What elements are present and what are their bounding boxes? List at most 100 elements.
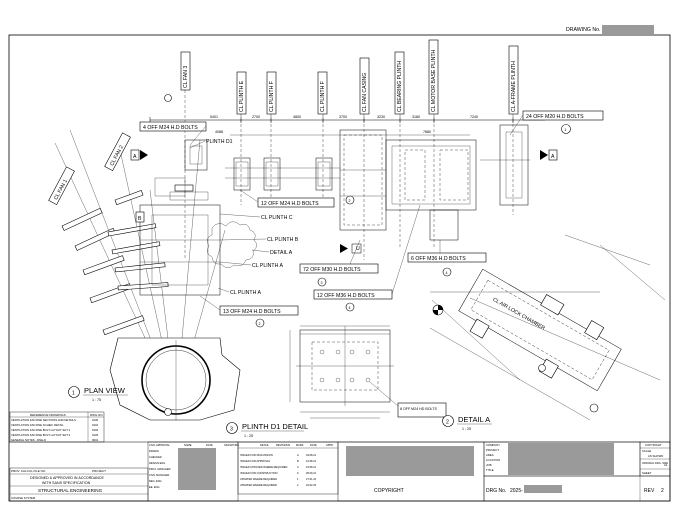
tb-approval-name-h: NAME	[184, 443, 192, 447]
label-cl-plinth-a-1: CL PLINTH A	[252, 263, 283, 269]
marker-2-m24-13: 2	[259, 322, 261, 326]
duct-supports	[61, 190, 169, 336]
gridline-tags: CL FAN 3 CL PLINTH E CL PLINTH F CL PLIN…	[164, 39, 519, 260]
tb-scale-label: SCALE	[642, 449, 651, 453]
tb-approval-reg: REG. ENG	[149, 479, 162, 483]
detail-a-view: CL AIR LOCK CHAMBER	[429, 234, 666, 421]
rev-row-3-desc: ISSUED FOR CONSTRUCTION	[240, 471, 278, 475]
tb-info-title: TITLE	[486, 468, 494, 472]
ref-row-1-desc: VENTILATION FAN DNE SCHED. DETAIL	[11, 423, 64, 427]
label-bolts-m24-8: 8 OFF M24 HD BOLTS	[400, 407, 437, 411]
ref-row-4-no: 0001	[92, 438, 99, 442]
plinths-e-f	[225, 157, 340, 191]
revision-rows: ISSUED FOR DISCUSSION A 04.08.21 ISSUED …	[240, 453, 317, 487]
tb-scale-value: AS SHOWN	[648, 454, 663, 458]
rev-row-0-desc: ISSUED FOR DISCUSSION	[240, 453, 273, 457]
tb-prov-calc: PROV. CALCUL FILE NO.	[11, 469, 46, 473]
ref-row-4-desc: GENERAL NOTES - DNE-D	[11, 438, 46, 442]
reference-drawings-table: REFERENCE DRAWINGS DWG NO. VENTILATION F…	[9, 411, 105, 443]
label-bolts-m30-72: 72 OFF M30 H.D BOLTS	[303, 267, 361, 273]
ref-row-3-desc: VENTILATION FAN DNE BOLT LAYOUT SHT 2	[11, 433, 71, 437]
tb-info-company: COMPANY	[486, 443, 500, 447]
detail-a-num: 2	[446, 420, 449, 426]
section-a-right: A	[551, 154, 555, 160]
tb-approval-cm: CIVIL MANAGER	[149, 473, 169, 477]
dim-5401: 5401	[210, 115, 218, 119]
label-bolts-m36-6: 6 OFF M36 H.D BOLTS	[411, 256, 466, 262]
tb-designed-1: DESIGNED & APPROVED IN ACCORDANCE	[30, 476, 104, 480]
label-bolts-m36-12: 12 OFF M36 H.D BOLTS	[317, 293, 375, 299]
tb-project: PROJECT	[92, 469, 106, 473]
view-titles: 1 PLAN VIEW 1 : 75 3 PLINTH D1 DETAIL 1 …	[68, 386, 492, 438]
rev-row-3-date: 05.09.21	[306, 471, 317, 475]
section-a-left: A	[133, 154, 137, 160]
detail-a-scale: 1 : 25	[462, 427, 471, 431]
label-bolts-m24-12: 12 OFF M24 H.D BOLTS	[261, 201, 319, 207]
tb-drg-no-prefix: 2025-	[510, 488, 523, 494]
gridline-a-frame-plinth: CL A-FRAME PLINTH	[511, 61, 517, 112]
tb-approval-pm: PROJ. MANAGER	[149, 467, 171, 471]
tb-course-system: COURSE SYSTEM	[11, 496, 36, 500]
rev-row-5-desc: UPDATED WHERE REQUIRED	[240, 483, 277, 487]
gridline-fan-3: CL FAN 3	[183, 66, 189, 88]
ref-row-2-no: 0102	[92, 428, 99, 432]
tb-approval-sig-h: SIGNATURE	[224, 443, 239, 447]
dim-7240: 7240	[470, 115, 478, 119]
label-plinth-d1: PLINTH D1	[206, 139, 233, 145]
dim-7880: 7880	[423, 130, 431, 134]
plinth-d1-num: 3	[230, 427, 233, 433]
tb-approval-design: DESIGN ENG	[149, 461, 165, 465]
tb-drg-no-label: DRG No.	[486, 488, 506, 494]
tb-discipline: STRUCTURAL ENGINEERING	[38, 488, 103, 493]
grid-dimensions: 5401 2700 4800 3700 3230 3180 7240 4088 …	[149, 115, 545, 136]
rev-row-5-mark: 2	[297, 483, 299, 487]
dim-3700: 3700	[339, 115, 347, 119]
tb-approval-ee: EE. ENG	[149, 485, 160, 489]
detail-a-title: DETAIL A	[458, 415, 490, 424]
label-cl-plinth-c: CL PLINTH C	[261, 215, 293, 221]
marker-2-m24-12: 2	[349, 199, 351, 203]
tb-rev-h-revisions: REVISIONS	[276, 443, 290, 447]
plan-view-num: 1	[72, 391, 75, 397]
marker-4-m36-6: 4	[446, 271, 448, 275]
tb-orig-value: A1	[664, 463, 668, 467]
rev-row-5-date: 22.02.26	[306, 483, 317, 487]
ref-row-1-no: 0101	[92, 423, 99, 427]
plan-view-title: PLAN VIEW	[84, 386, 126, 395]
ref-row-0-no: 0100	[92, 418, 99, 422]
label-bolts-m24-13: 13 OFF M24 H.D BOLTS	[223, 309, 281, 315]
plinth-d1-scale: 1 : 25	[244, 434, 253, 438]
marker-4-m36-12: 4	[349, 306, 351, 310]
tb-copyright-right: COPYRIGHT	[645, 443, 662, 447]
plan-view: CL FAN 2 CL FAN 1	[48, 129, 558, 421]
plinth-d1-detail: 8 OFF M24 HD BOLTS	[289, 325, 447, 419]
rev-row-4-desc: UPDATED WHERE REQUIRED	[240, 477, 277, 481]
tb-copyright-center: COPYRIGHT	[374, 488, 404, 494]
tb-orig-label: ORIGINAL DRG. SIZE	[642, 461, 668, 465]
dim-3230: 3230	[377, 115, 385, 119]
tb-info-job: JOB	[486, 463, 492, 467]
ref-row-2-desc: VENTILATION FAN DNE BOLT LAYOUT SHT 1	[11, 428, 71, 432]
tb-designed-2: WITH SANS SPECIFICATION	[42, 481, 91, 485]
dim-4088: 4088	[215, 130, 223, 134]
tb-rev-h-appd: APPD	[326, 443, 333, 447]
tb-rev-label: REV	[644, 488, 655, 494]
rev-row-1-desc: ISSUED FOR APPROVAL	[240, 459, 271, 463]
plan-callouts: 4 OFF M24 H.D BOLTS PLINTH D1 24 OFF M20…	[139, 110, 604, 328]
marker-3-plan: 3	[321, 281, 323, 285]
gridline-motor-base-plinth: CL MOTOR BASE PLINTH	[431, 49, 437, 112]
gridline-plinth-f-2: CL PLINTH F	[320, 81, 326, 112]
marker-1-top-right: 1	[565, 128, 567, 132]
gridline-bearing-plinth: CL BEARING PLINTH	[397, 61, 403, 112]
title-block: PROV. CALCUL FILE NO. PROJECT DESIGNED &…	[9, 441, 671, 502]
tb-approval-date-h: DATE	[206, 443, 213, 447]
label-cl-plinth-b: CL PLINTH B	[267, 237, 299, 243]
rev-row-2-date: 15.08.21	[306, 465, 317, 469]
tb-rev-h-mark: MARK	[296, 443, 304, 447]
section-a-left-box	[130, 149, 140, 161]
rev-row-0-date: 04.08.21	[306, 453, 317, 457]
plan-view-scale: 1 : 75	[92, 398, 101, 402]
label-detail-a: DETAIL A	[270, 250, 293, 256]
tb-rev-h-detail: DETAIL	[260, 443, 269, 447]
